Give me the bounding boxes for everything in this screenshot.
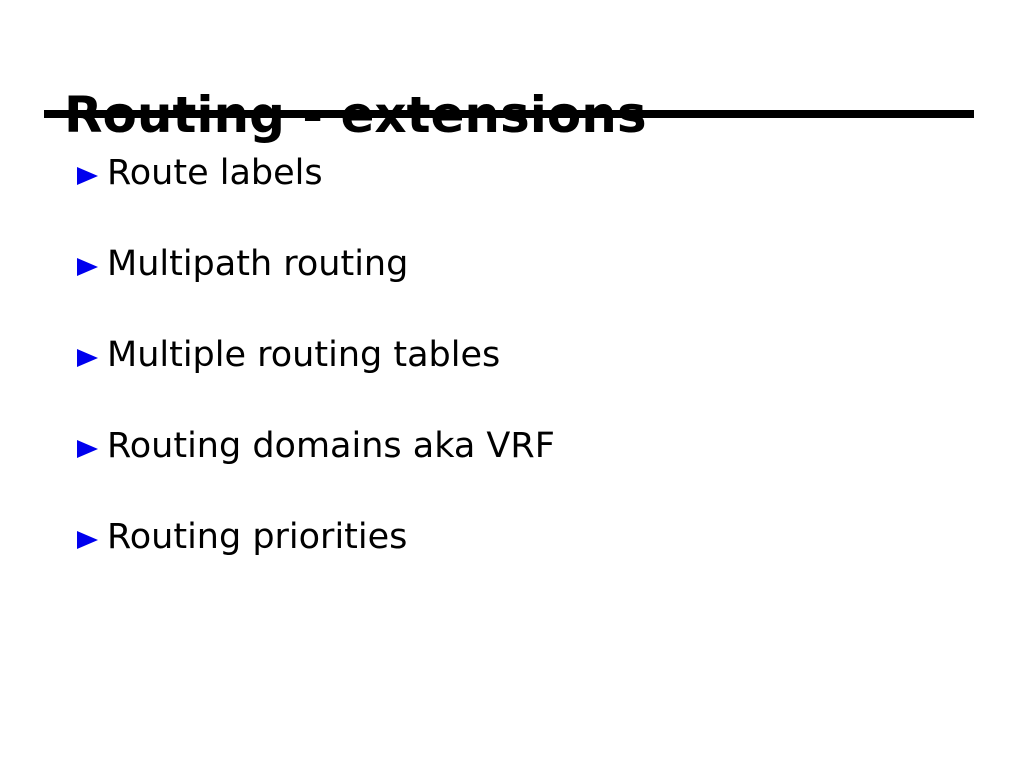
bullet-item: Route labels bbox=[77, 156, 323, 191]
bullet-triangle-icon bbox=[77, 167, 98, 185]
bullet-triangle-icon bbox=[77, 531, 98, 549]
bullet-label: Route labels bbox=[107, 153, 323, 193]
bullet-triangle-icon bbox=[77, 349, 98, 367]
bullet-item: Multipath routing bbox=[77, 247, 408, 282]
bullet-item: Routing priorities bbox=[77, 520, 407, 555]
bullet-label: Multipath routing bbox=[107, 244, 409, 284]
bullet-triangle-icon bbox=[77, 258, 98, 276]
bullet-item: Multiple routing tables bbox=[77, 338, 500, 373]
bullet-triangle-icon bbox=[77, 440, 98, 458]
bullet-label: Routing domains aka VRF bbox=[107, 426, 555, 466]
bullet-label: Multiple routing tables bbox=[107, 335, 501, 375]
bullet-label: Routing priorities bbox=[107, 517, 408, 557]
bullet-item: Routing domains aka VRF bbox=[77, 429, 555, 464]
title-underline-rule bbox=[44, 110, 974, 118]
